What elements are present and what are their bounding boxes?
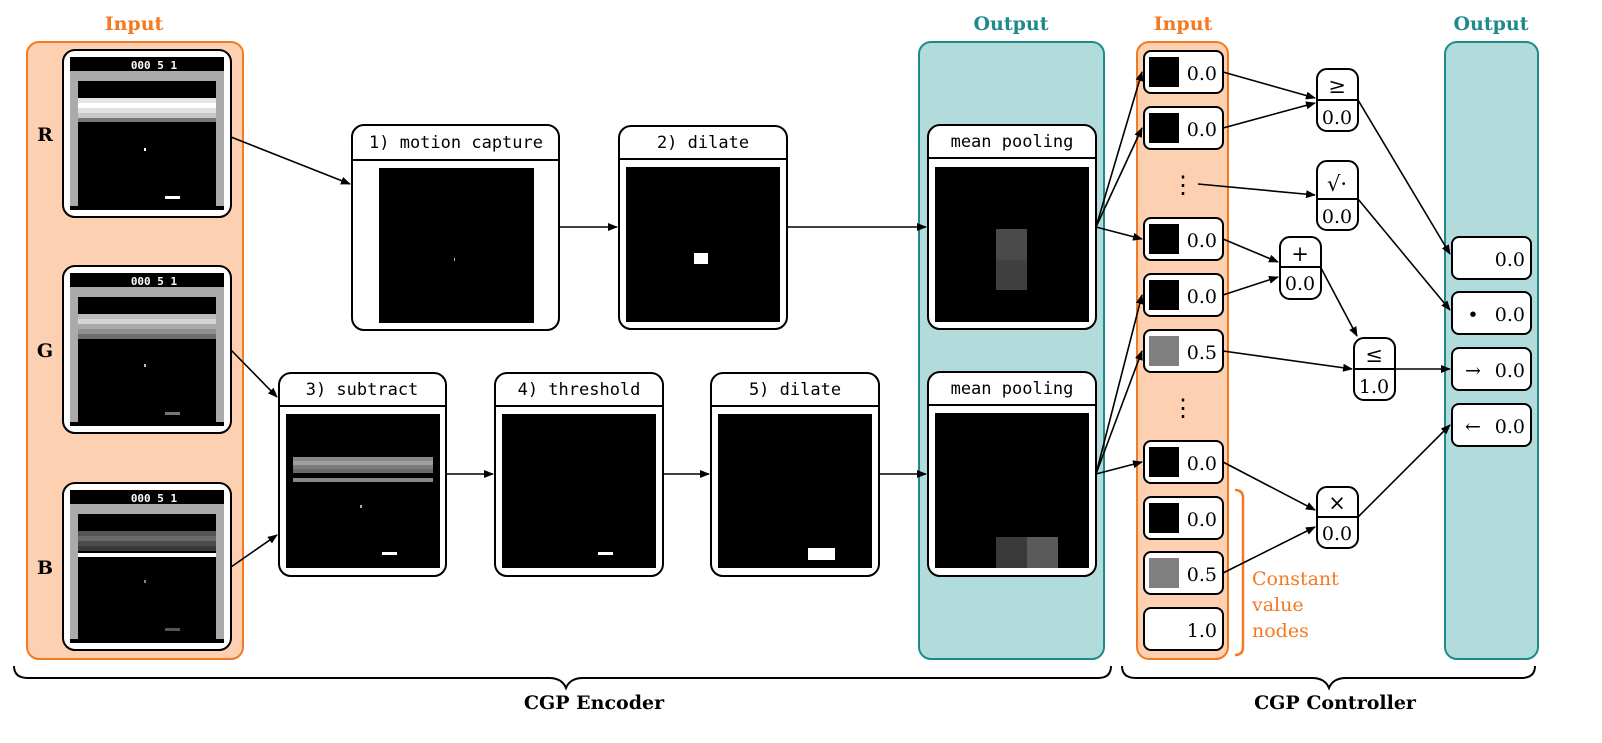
encoder-edges — [230, 136, 927, 568]
step-motion-capture: 1) motion capture — [351, 124, 560, 331]
input-node: 0.5 — [1143, 551, 1224, 595]
mean-pooling-1: mean pooling — [927, 124, 1097, 330]
function-op: ≥ — [1328, 74, 1346, 98]
pooling-label: mean pooling — [951, 132, 1074, 152]
function-op: ≤ — [1365, 343, 1383, 367]
score-text: 000 5 1 — [131, 275, 178, 288]
game-frame-g: 000 5 1 — [62, 265, 232, 434]
output-symbol: → — [1465, 360, 1481, 382]
input-node-value: 0.0 — [1187, 286, 1217, 308]
step-subtract: 3) subtract — [278, 372, 447, 577]
game-frame-b: 000 5 1 — [62, 482, 232, 651]
function-op: × — [1328, 491, 1346, 515]
channel-label-g: G — [37, 340, 53, 362]
constant-note-line-2: value — [1251, 594, 1304, 616]
output-node: ← 0.0 — [1451, 403, 1532, 447]
input-node: 0.0 — [1143, 496, 1224, 540]
input-node: 0.5 — [1143, 329, 1224, 373]
step-dilate-1: 2) dilate — [618, 125, 788, 330]
input-node-value: 0.0 — [1187, 509, 1217, 531]
pooling-label: mean pooling — [951, 379, 1074, 399]
function-value: 1.0 — [1359, 376, 1389, 398]
encoder-input-title: Input — [105, 13, 164, 35]
game-frame-r: 000 5 1 — [62, 49, 232, 218]
output-symbol: ← — [1465, 416, 1481, 438]
mean-pooling-2: mean pooling — [927, 371, 1097, 577]
function-op: √· — [1327, 172, 1347, 196]
function-value: 0.0 — [1322, 107, 1352, 129]
function-op: + — [1291, 242, 1309, 266]
input-node: 1.0 — [1143, 607, 1224, 651]
function-value: 0.0 — [1322, 206, 1352, 228]
input-node-value: 0.5 — [1187, 564, 1217, 586]
controller-edges — [1095, 71, 1451, 574]
encoder-caption: CGP Encoder — [524, 692, 665, 714]
function-value: 0.0 — [1322, 523, 1352, 545]
step-label: 2) dilate — [657, 133, 749, 153]
controller-output-title: Output — [1453, 13, 1528, 35]
input-node: 0.0 — [1143, 217, 1224, 261]
output-node: → 0.0 — [1451, 347, 1532, 391]
encoder-output-title: Output — [973, 13, 1048, 35]
ellipsis: ⋮ — [1171, 394, 1195, 422]
step-dilate-2: 5) dilate — [710, 372, 880, 577]
function-node-sqrt: √· 0.0 — [1316, 160, 1359, 231]
input-node-value: 0.0 — [1187, 119, 1217, 141]
input-node-value: 0.5 — [1187, 342, 1217, 364]
output-symbol: • — [1467, 304, 1478, 326]
controller-caption: CGP Controller — [1254, 692, 1417, 714]
output-value: 0.0 — [1495, 304, 1525, 326]
input-node-value: 0.0 — [1187, 63, 1217, 85]
input-node: 0.0 — [1143, 50, 1224, 94]
step-label: 1) motion capture — [369, 133, 543, 153]
input-node-value: 0.0 — [1187, 230, 1217, 252]
output-value: 0.0 — [1495, 249, 1525, 271]
input-node: 0.0 — [1143, 273, 1224, 317]
output-value: 0.0 — [1495, 360, 1525, 382]
channel-label-b: B — [37, 557, 53, 579]
input-node: 0.0 — [1143, 106, 1224, 150]
channel-label-r: R — [37, 124, 53, 146]
step-label: 4) threshold — [518, 380, 641, 400]
input-node-value: 0.0 — [1187, 453, 1217, 475]
constant-bracket — [1234, 488, 1245, 657]
output-value: 0.0 — [1495, 416, 1525, 438]
step-threshold: 4) threshold — [494, 372, 664, 577]
input-node: 0.0 — [1143, 440, 1224, 484]
encoder-brace — [13, 665, 1112, 691]
output-node: • 0.0 — [1451, 291, 1532, 335]
step-label: 3) subtract — [306, 380, 419, 400]
constant-note-line-1: Constant — [1252, 568, 1339, 590]
function-node-mul: × 0.0 — [1316, 486, 1359, 549]
function-node-add: + 0.0 — [1279, 236, 1322, 300]
ellipsis: ⋮ — [1171, 171, 1195, 199]
constant-note-line-3: nodes — [1252, 620, 1309, 642]
function-node-geq: ≥ 0.0 — [1316, 68, 1359, 132]
score-text: 000 5 1 — [131, 492, 178, 505]
input-node-value: 1.0 — [1187, 620, 1217, 642]
step-label: 5) dilate — [749, 380, 841, 400]
output-node: 0.0 — [1451, 236, 1532, 280]
controller-input-title: Input — [1154, 13, 1213, 35]
function-node-leq: ≤ 1.0 — [1353, 337, 1396, 401]
function-value: 0.0 — [1285, 273, 1315, 295]
controller-brace — [1121, 665, 1536, 691]
controller-input-nodes: 0.0 0.0 ⋮ 0.0 0.0 0.5 ⋮ 0.0 — [1143, 50, 1224, 651]
score-text: 000 5 1 — [131, 59, 178, 72]
